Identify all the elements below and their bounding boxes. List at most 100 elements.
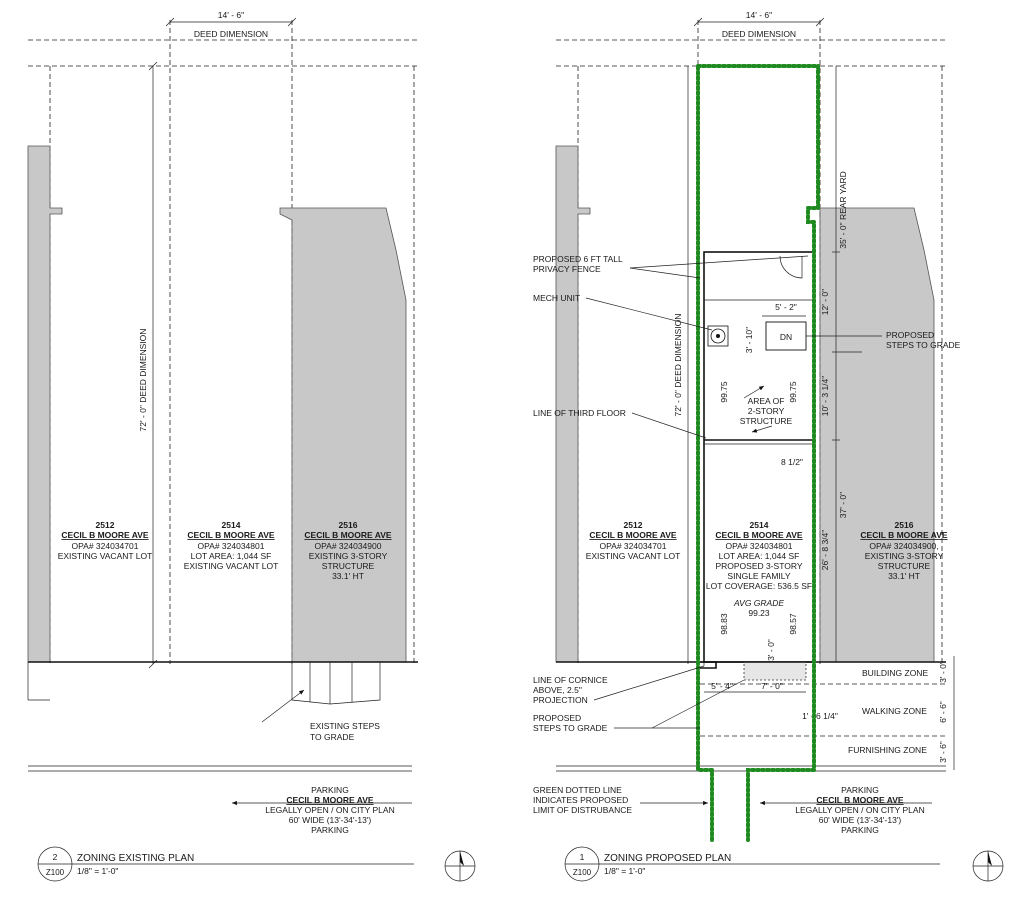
svg-text:INDICATES PROPOSED: INDICATES PROPOSED xyxy=(533,795,628,805)
svg-text:PARKING: PARKING xyxy=(841,785,879,795)
existing-deed-label: DEED DIMENSION xyxy=(194,29,268,39)
svg-text:Z100: Z100 xyxy=(573,868,592,877)
existing-street-label: PARKING CECIL B MOORE AVE LEGALLY OPEN /… xyxy=(232,785,412,835)
proposed-lot-2512: 2512 CECIL B MOORE AVE OPA# 324034701 EX… xyxy=(586,520,681,561)
proposed-deed-width: 14' - 6" xyxy=(746,10,772,20)
svg-text:SINGLE FAMILY: SINGLE FAMILY xyxy=(727,571,790,581)
svg-text:OPA# 324034701: OPA# 324034701 xyxy=(600,541,667,551)
existing-2510-building xyxy=(27,145,63,663)
svg-text:99.75: 99.75 xyxy=(719,381,729,403)
svg-text:PROJECTION: PROJECTION xyxy=(533,695,588,705)
svg-text:PRIVACY FENCE: PRIVACY FENCE xyxy=(533,264,601,274)
green-line-note: GREEN DOTTED LINE INDICATES PROPOSED LIM… xyxy=(533,785,708,815)
proposed-deed-depth: 72' - 0" DEED DIMENSION xyxy=(673,314,683,417)
svg-text:7' - 0": 7' - 0" xyxy=(761,681,783,691)
svg-text:CECIL B MOORE AVE: CECIL B MOORE AVE xyxy=(589,530,677,540)
proposed-lot-2516: 2516 CECIL B MOORE AVE OPA# 324034900, E… xyxy=(860,520,948,581)
svg-text:5' - 2": 5' - 2" xyxy=(775,302,797,312)
svg-text:26' - 8 3/4": 26' - 8 3/4" xyxy=(820,530,830,571)
rear-steps-dn: DN xyxy=(780,332,792,342)
svg-text:PROPOSED: PROPOSED xyxy=(533,713,581,723)
proposed-building-2514 xyxy=(703,251,815,663)
svg-text:37' - 0": 37' - 0" xyxy=(838,492,848,518)
svg-text:2516: 2516 xyxy=(339,520,358,530)
svg-text:OPA# 324034900: OPA# 324034900 xyxy=(315,541,382,551)
building-zone-label: BUILDING ZONE xyxy=(862,668,928,678)
proposed-title-block: 1 Z100 ZONING PROPOSED PLAN 1/8" = 1'-0" xyxy=(564,846,940,882)
svg-text:OPA# 324034900,: OPA# 324034900, xyxy=(869,541,938,551)
mech-unit-icon xyxy=(707,325,729,347)
mech-unit-note: MECH UNIT xyxy=(533,293,713,331)
rear-steps-note: PROPOSED STEPS TO GRADE xyxy=(806,330,961,350)
svg-text:LIMIT OF DISTRUBANCE: LIMIT OF DISTRUBANCE xyxy=(533,805,632,815)
svg-text:99.75: 99.75 xyxy=(788,381,798,403)
existing-lot-2516: 2516 CECIL B MOORE AVE OPA# 324034900 EX… xyxy=(304,520,392,581)
proposed-street-label: PARKING CECIL B MOORE AVE LEGALLY OPEN /… xyxy=(760,785,932,835)
proposed-deed-label: DEED DIMENSION xyxy=(722,29,796,39)
svg-text:2: 2 xyxy=(53,852,58,862)
furnishing-zone-label: FURNISHING ZONE xyxy=(848,745,927,755)
svg-text:PARKING: PARKING xyxy=(311,785,349,795)
svg-text:3' - 6": 3' - 6" xyxy=(938,741,948,763)
proposed-plan: 14' - 6" DEED DIMENSION 72' - 0" DEED DI… xyxy=(533,10,1004,882)
svg-text:OPA# 324034801: OPA# 324034801 xyxy=(198,541,265,551)
svg-text:LOT COVERAGE: 536.5 SF: LOT COVERAGE: 536.5 SF xyxy=(706,581,812,591)
existing-2516-building xyxy=(279,207,407,663)
existing-lot-2514: 2514 CECIL B MOORE AVE OPA# 324034801 LO… xyxy=(184,520,279,571)
svg-text:EXISTING VACANT LOT: EXISTING VACANT LOT xyxy=(58,551,153,561)
limit-of-disturbance-line xyxy=(696,64,820,842)
svg-text:STRUCTURE: STRUCTURE xyxy=(322,561,375,571)
existing-plan-title: ZONING EXISTING PLAN xyxy=(77,853,194,864)
svg-text:OPA# 324034801: OPA# 324034801 xyxy=(726,541,793,551)
svg-text:STEPS TO GRADE: STEPS TO GRADE xyxy=(533,723,608,733)
svg-text:8 1/2": 8 1/2" xyxy=(781,457,803,467)
svg-text:PROPOSED 3-STORY: PROPOSED 3-STORY xyxy=(715,561,802,571)
svg-text:GREEN DOTTED LINE: GREEN DOTTED LINE xyxy=(533,785,622,795)
svg-text:CECIL B MOORE AVE: CECIL B MOORE AVE xyxy=(286,795,374,805)
svg-text:CECIL B MOORE AVE: CECIL B MOORE AVE xyxy=(860,530,948,540)
svg-text:LINE OF CORNICE: LINE OF CORNICE xyxy=(533,675,608,685)
svg-text:EXISTING 3-STORY: EXISTING 3-STORY xyxy=(865,551,944,561)
svg-text:2516: 2516 xyxy=(895,520,914,530)
svg-text:33.1' HT: 33.1' HT xyxy=(332,571,364,581)
svg-text:LOT AREA: 1,044 SF: LOT AREA: 1,044 SF xyxy=(191,551,272,561)
existing-steps-note-2: TO GRADE xyxy=(310,732,355,742)
existing-deed-width: 14' - 6" xyxy=(218,10,244,20)
proposed-2516-building xyxy=(819,207,935,663)
proposed-2510-building xyxy=(555,145,591,663)
avg-grade-value: 99.23 xyxy=(748,608,770,618)
svg-text:STEPS TO GRADE: STEPS TO GRADE xyxy=(886,340,961,350)
svg-text:PARKING: PARKING xyxy=(311,825,349,835)
proposed-lot-2514: 2514 CECIL B MOORE AVE OPA# 324034801 LO… xyxy=(706,520,812,591)
svg-text:CECIL B MOORE AVE: CECIL B MOORE AVE xyxy=(304,530,392,540)
svg-text:98.57: 98.57 xyxy=(788,613,798,635)
svg-text:2512: 2512 xyxy=(96,520,115,530)
svg-text:5' - 4": 5' - 4" xyxy=(711,681,733,691)
svg-text:LOT AREA: 1,044 SF: LOT AREA: 1,044 SF xyxy=(719,551,800,561)
svg-text:EXISTING VACANT LOT: EXISTING VACANT LOT xyxy=(184,561,279,571)
svg-text:6' - 6": 6' - 6" xyxy=(938,701,948,723)
third-floor-note: LINE OF THIRD FLOOR xyxy=(533,408,707,439)
svg-text:LEGALLY OPEN / ON CITY PLAN: LEGALLY OPEN / ON CITY PLAN xyxy=(265,805,394,815)
svg-text:33.1' HT: 33.1' HT xyxy=(888,571,920,581)
existing-plan: 14' - 6" DEED DIMENSION 72' - 0" DEED DI… xyxy=(27,10,476,882)
walking-zone-label: WALKING ZONE xyxy=(862,706,927,716)
svg-text:98.83: 98.83 xyxy=(719,613,729,635)
svg-text:CECIL B MOORE AVE: CECIL B MOORE AVE xyxy=(715,530,803,540)
svg-text:1' - 6 1/4": 1' - 6 1/4" xyxy=(802,711,838,721)
proposed-steps-note: PROPOSED STEPS TO GRADE xyxy=(533,679,745,733)
svg-text:STRUCTURE: STRUCTURE xyxy=(740,416,793,426)
svg-text:1: 1 xyxy=(580,852,585,862)
svg-text:3' - 0": 3' - 0" xyxy=(766,639,776,661)
north-arrow-icon xyxy=(444,850,476,882)
existing-lot-2512: 2512 CECIL B MOORE AVE OPA# 324034701 EX… xyxy=(58,520,153,561)
svg-text:CECIL B MOORE AVE: CECIL B MOORE AVE xyxy=(816,795,904,805)
existing-steps-note: EXISTING STEPS xyxy=(310,721,380,731)
svg-text:60' WIDE (13'-34'-13'): 60' WIDE (13'-34'-13') xyxy=(289,815,372,825)
area-2-story-label: AREA OF xyxy=(748,396,785,406)
svg-text:12' - 0": 12' - 0" xyxy=(820,289,830,315)
svg-text:MECH UNIT: MECH UNIT xyxy=(533,293,580,303)
svg-text:3' - 0": 3' - 0" xyxy=(938,661,948,683)
cornice-note: LINE OF CORNICE ABOVE, 2.5" PROJECTION xyxy=(533,665,705,705)
